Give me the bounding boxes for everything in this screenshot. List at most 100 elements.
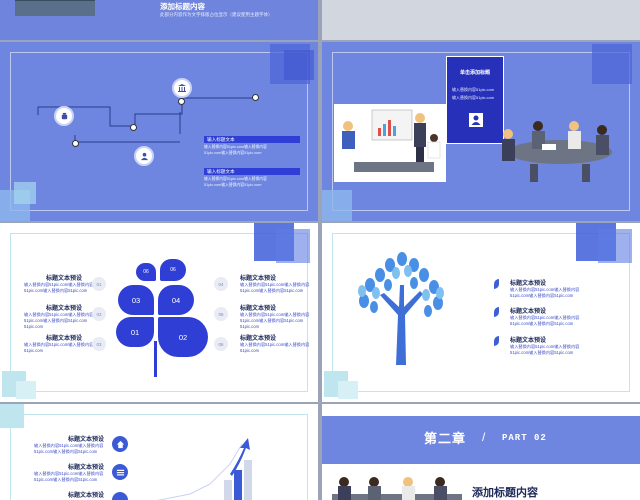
item-text: 51pic.com — [240, 348, 260, 353]
growth-chart-illustration — [156, 438, 252, 500]
item-heading: 标题文本预设 — [240, 276, 277, 282]
timeline-dot — [252, 94, 259, 101]
item-heading: 标题文本预设 — [68, 493, 105, 499]
timeline-dot — [178, 98, 185, 105]
item-text: 输入替换内容51pic.com输入替换内容 — [34, 443, 104, 448]
decor-square — [16, 381, 36, 399]
chapter-separator: / — [482, 430, 486, 444]
item-text: 输入替换内容51pic.com输入替换内容 — [24, 282, 94, 287]
leaf-bullet-icon — [494, 307, 499, 317]
home-icon — [112, 436, 128, 452]
item-heading: 标题文本预设 — [510, 338, 547, 344]
card-line: 输入替换内容51pic.com — [452, 87, 495, 92]
item-heading: 标题文本预设 — [46, 336, 83, 342]
slide-frame — [332, 52, 630, 211]
item-heading: 标题文本预设 — [240, 336, 277, 342]
slide-frame — [10, 414, 308, 500]
item-text: 51pic.com — [24, 324, 44, 329]
decor-square — [322, 190, 352, 221]
laptop-illustration — [15, 0, 95, 16]
item-text: 输入替换内容51pic.com输入替换内容 — [204, 145, 267, 149]
petal: 06 — [136, 263, 156, 281]
slide-frame — [332, 233, 630, 392]
number-badge: 06 — [214, 337, 228, 351]
item-heading: 标题文本预设 — [46, 306, 83, 312]
petal: 03 — [118, 285, 154, 315]
decor-square — [284, 50, 314, 80]
item-tag: 输入标题文本 — [204, 168, 300, 175]
meeting-illustration — [332, 477, 462, 500]
item-tag: 输入标题文本 — [204, 136, 300, 143]
item-text: 51pic.com输入替换内容51pic.com — [204, 151, 262, 155]
item-text: 输入替换内容51pic.com输入替换内容 — [24, 312, 94, 317]
stem — [154, 341, 157, 377]
item-text: 51pic.com输入替换内容51pic.com — [24, 318, 88, 323]
item-text: 输入替换内容51pic.com输入替换内容 — [510, 315, 580, 320]
item-text: 51pic.com输入替换内容51pic.com — [204, 183, 262, 187]
item-text: 输入替换内容51pic.com输入替换内容 — [240, 342, 310, 347]
item-text: 输入替换内容51pic.com输入替换内容 — [240, 312, 310, 317]
chapter-band: 第二章 / PART 02 — [322, 416, 640, 464]
item-heading: 标题文本预设 — [46, 276, 83, 282]
slide-thumbnail-5[interactable]: 标题文本预设 输入替换内容51pic.com输入替换内容 51pic.com输入… — [0, 223, 318, 402]
item-text: 输入替换内容51pic.com输入替换内容 — [204, 177, 267, 181]
card-line: 输入替换内容51pic.com — [452, 95, 495, 100]
number-badge: 05 — [214, 307, 228, 321]
decor-square — [598, 229, 632, 263]
item-heading: 标题文本预设 — [68, 437, 105, 443]
bank-icon — [172, 78, 192, 98]
timeline-dot — [130, 124, 137, 131]
petal: 04 — [158, 285, 194, 315]
item-text: 51pic.com输入替换内容51pic.com — [510, 350, 574, 355]
slide-title: 添加标题内容 — [160, 2, 205, 11]
user-icon — [469, 113, 483, 127]
title-card: 单击添加标题 输入替换内容51pic.com 输入替换内容51pic.com — [446, 56, 504, 144]
slide-thumbnail-6[interactable]: 标题文本预设 输入替换内容51pic.com输入替换内容 51pic.com输入… — [322, 223, 640, 402]
presentation-illustration — [334, 104, 446, 182]
section-title: 添加标题内容 — [472, 487, 538, 499]
android-icon — [54, 106, 74, 126]
number-badge: 02 — [92, 307, 106, 321]
item-heading: 标题文本预设 — [68, 465, 105, 471]
slide-thumbnail-2[interactable] — [322, 0, 640, 40]
petal: 01 — [116, 317, 154, 347]
timeline-dot — [72, 140, 79, 147]
item-heading: 标题文本预设 — [510, 281, 547, 287]
card-title: 单击添加标题 — [459, 70, 490, 76]
item-text: 输入替换内容51pic.com输入替换内容 — [24, 342, 94, 347]
item-text: 输入替换内容51pic.com输入替换内容 — [240, 282, 310, 287]
number-badge: 03 — [92, 337, 106, 351]
item-text: 51pic.com输入替换内容51pic.com — [240, 318, 304, 323]
petal: 02 — [158, 317, 208, 357]
item-text: 51pic.com — [240, 324, 260, 329]
item-text: 51pic.com输入替换内容51pic.com — [240, 288, 304, 293]
item-text: 51pic.com输入替换内容51pic.com — [24, 288, 88, 293]
slide-thumbnail-3[interactable]: 输入标题文本 输入替换内容51pic.com输入替换内容 51pic.com输入… — [0, 42, 318, 221]
item-text: 51pic.com输入替换内容51pic.com — [510, 293, 574, 298]
user-group-icon — [134, 146, 154, 166]
item-text: 51pic.com输入替换内容51pic.com — [34, 477, 98, 482]
slide-subtitle: 此部分内容作为文字排版占位显示（建议使用主题字体） — [160, 12, 273, 17]
item-heading: 标题文本预设 — [510, 309, 547, 315]
item-text: 51pic.com输入替换内容51pic.com — [510, 321, 574, 326]
slide-thumbnail-1[interactable]: 添加标题内容 此部分内容作为文字排版占位显示（建议使用主题字体） — [0, 0, 318, 40]
leaf-bullet-icon — [494, 336, 499, 346]
chapter-label: 第二章 — [424, 431, 467, 446]
item-text: 输入替换内容51pic.com输入替换内容 — [34, 471, 104, 476]
slide-thumbnail-7[interactable]: 标题文本预设 输入替换内容51pic.com输入替换内容 51pic.com输入… — [0, 404, 318, 500]
slide-thumbnail-8[interactable]: 第二章 / PART 02 添加标题内容 — [322, 404, 640, 500]
circle-icon — [112, 492, 128, 500]
decor-square — [0, 404, 24, 428]
decor-square — [276, 229, 310, 263]
item-text: 输入替换内容51pic.com输入替换内容 — [510, 287, 580, 292]
leaf-bullet-icon — [494, 279, 499, 289]
number-badge: 04 — [214, 277, 228, 291]
slide-thumbnail-4[interactable]: 单击添加标题 输入替换内容51pic.com 输入替换内容51pic.com — [322, 42, 640, 221]
decor-square — [592, 44, 632, 84]
slide-frame — [10, 233, 308, 392]
item-text: 输入替换内容51pic.com输入替换内容 — [510, 344, 580, 349]
timeline-lines — [37, 97, 255, 145]
part-label: PART 02 — [502, 433, 547, 443]
list-icon — [112, 464, 128, 480]
